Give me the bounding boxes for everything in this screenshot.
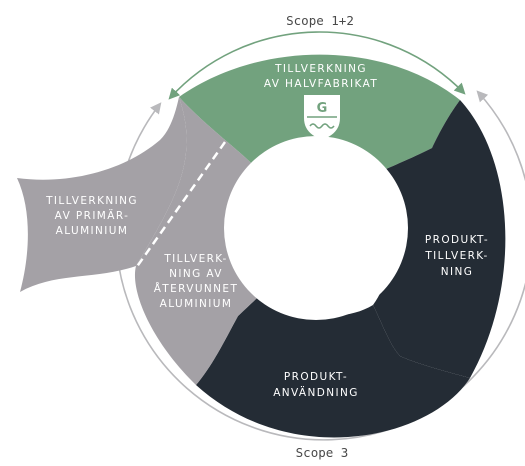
scope-top-label: Scope 1+2 <box>286 13 354 28</box>
label-recycled-line1: TILLVERK- <box>163 253 227 265</box>
label-prodtill-line2: TILLVERK- <box>424 250 488 262</box>
label-recycled-line4: ALUMINIUM <box>160 298 233 310</box>
logo-letter: G <box>317 101 328 116</box>
label-produse-line2: ANVÄNDNING <box>273 386 359 399</box>
label-semi-line1: TILLVERKNING <box>274 63 367 75</box>
scope-1-2-arrow <box>168 31 466 100</box>
center-hole <box>224 136 408 320</box>
label-primary-line2: AV PRIMÄR- <box>55 209 130 222</box>
label-produse-line1: PRODUKT- <box>284 371 348 383</box>
label-recycled-line2: NING AV <box>169 268 223 280</box>
logo: G <box>304 95 340 140</box>
label-semi-line2: AV HALVFABRIKAT <box>264 78 378 90</box>
label-prodtill-line3: NING <box>441 266 474 278</box>
segment-primary-aluminium <box>17 97 187 292</box>
label-prodtill-line1: PRODUKT- <box>425 234 489 246</box>
label-recycled-line3: ÅTERVUNNET <box>154 282 239 295</box>
label-primary-line1: TILLVERKNING <box>45 195 138 207</box>
segment-product-manufacturing <box>373 100 506 378</box>
segment-product-use <box>196 285 470 438</box>
scope-bottom-label: Scope 3 <box>296 445 349 460</box>
segment-recycled-aluminium <box>134 97 273 385</box>
label-primary-line3: ALUMINIUM <box>56 225 129 237</box>
